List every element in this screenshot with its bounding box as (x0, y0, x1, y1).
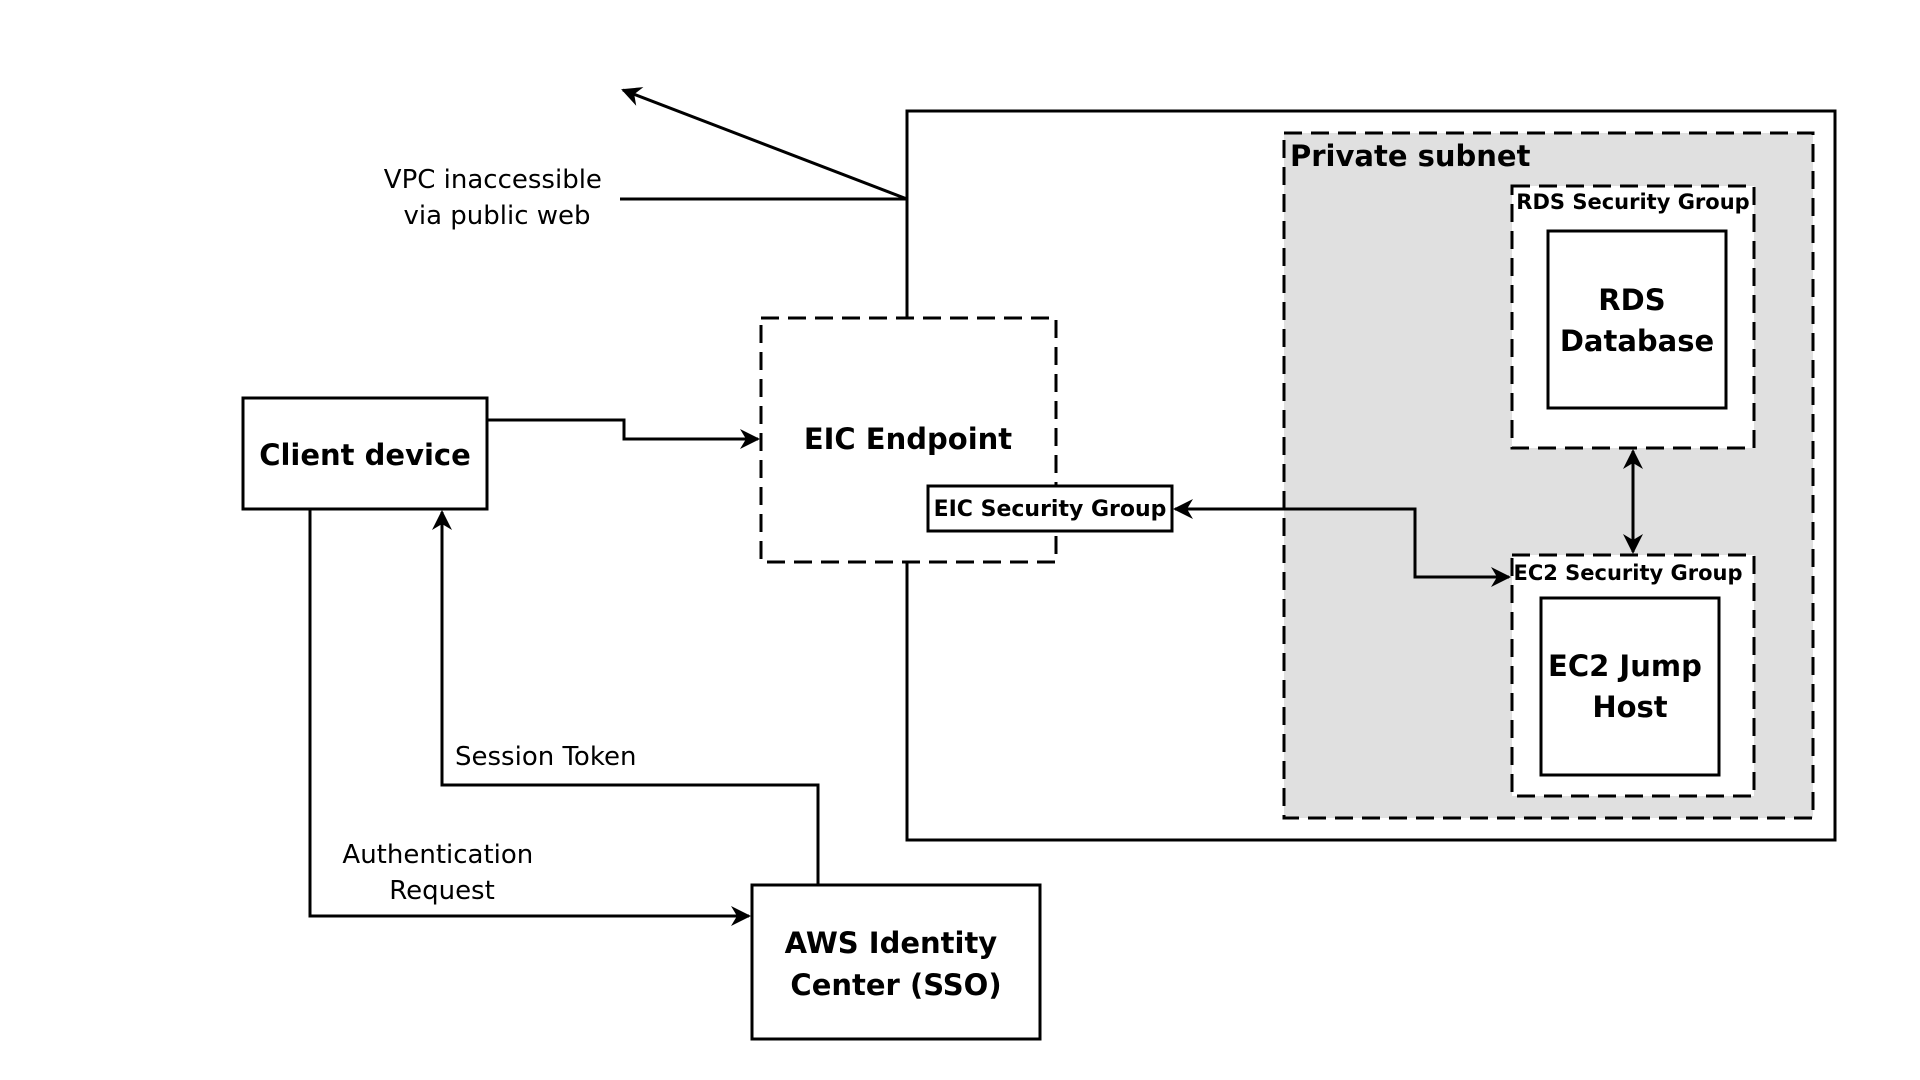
ec2-jump-host-box (1539, 596, 1721, 777)
auth-request-arrow (308, 509, 751, 926)
client-to-eic-arrow (487, 418, 760, 449)
ec2-jump-host-label: EC2 Jump Host (1548, 649, 1712, 724)
eic-endpoint-label: EIC Endpoint (804, 422, 1012, 456)
ec2-security-group-label: EC2 Security Group (1513, 561, 1742, 585)
vpc-inaccessible-label: VPC inaccessible via public web (384, 165, 610, 231)
session-token-label: Session Token (455, 742, 636, 772)
eic-security-group-label: EIC Security Group (934, 497, 1167, 522)
rds-security-group-label: RDS Security Group (1516, 190, 1749, 214)
identity-center-label: AWS Identity Center (SSO) (785, 926, 1008, 1002)
public-web-arrow (621, 87, 908, 201)
session-token-arrow (432, 510, 820, 884)
auth-request-label: Authentication Request (342, 840, 541, 906)
rds-database-box (1546, 229, 1728, 410)
private-subnet-label: Private subnet (1290, 139, 1531, 173)
client-device-label: Client device (259, 438, 471, 472)
eic-security-group-box (926, 484, 1174, 533)
client-device-box (241, 396, 489, 511)
rds-database-label: RDS Database (1560, 283, 1714, 358)
vpc-boundary (905, 109, 1837, 842)
identity-center-box (750, 883, 1042, 1041)
eic-ec2-connection-arrow (1173, 499, 1511, 587)
